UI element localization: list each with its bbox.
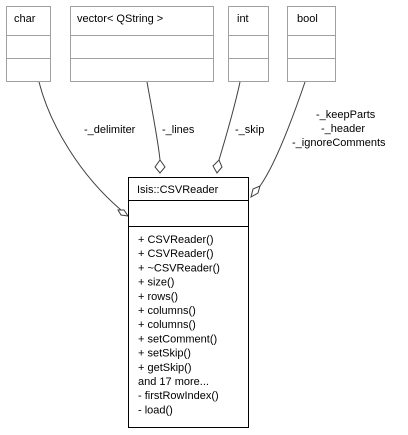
- aggregation-diamond-icon: [154, 159, 166, 174]
- association-delimiter: -_delimiter: [38, 81, 136, 217]
- method-item: + rows(): [138, 291, 178, 303]
- class-name-int: int: [237, 13, 249, 25]
- edge-label-delimiter: -_delimiter: [84, 124, 136, 136]
- class-box-csvreader[interactable]: Isis::CSVReader + CSVReader()+ CSVReader…: [128, 177, 249, 428]
- class-name-char: char: [14, 13, 36, 25]
- association-bool-members: -_keepParts -_header -_ignoreComments: [250, 81, 386, 199]
- aggregation-diamond-icon: [212, 159, 223, 174]
- class-name-bool: bool: [297, 13, 318, 25]
- edge-label-header: -_header: [321, 123, 365, 135]
- class-name-csvreader: Isis::CSVReader: [137, 184, 219, 196]
- edge-label-skip: -_skip: [235, 124, 264, 136]
- method-item: + CSVReader(): [138, 234, 214, 246]
- class-box-vector-qstring[interactable]: vector< QString >: [70, 6, 214, 82]
- method-item: + columns(): [138, 305, 196, 317]
- method-item: - firstRowIndex(): [138, 390, 219, 402]
- method-item: + setComment(): [138, 333, 217, 345]
- method-item: and 17 more...: [138, 376, 209, 388]
- class-box-bool[interactable]: bool: [287, 6, 336, 82]
- edge-label-ignore-comments: -_ignoreComments: [292, 137, 386, 149]
- method-item: + CSVReader(): [138, 248, 214, 260]
- method-item: - load(): [138, 404, 173, 416]
- edge-label-lines: -_lines: [162, 124, 195, 136]
- aggregation-diamond-icon: [117, 209, 130, 217]
- class-box-int[interactable]: int: [228, 6, 269, 82]
- edge-label-keep-parts: -_keepParts: [316, 109, 376, 121]
- method-list: + CSVReader() + CSVReader() + ~CSVReader()…: [138, 234, 220, 416]
- association-skip: -_skip: [212, 81, 264, 174]
- method-item: + getSkip(): [138, 362, 192, 374]
- method-item: + setSkip(): [138, 348, 191, 360]
- association-lines: -_lines: [146, 81, 195, 174]
- method-item: + size(): [138, 277, 174, 289]
- aggregation-diamond-icon: [250, 185, 261, 199]
- class-name-vector-qstring: vector< QString >: [77, 13, 163, 25]
- class-box-char[interactable]: char: [6, 6, 51, 82]
- method-item: + ~CSVReader(): [138, 262, 220, 274]
- method-item: + columns(): [138, 319, 196, 331]
